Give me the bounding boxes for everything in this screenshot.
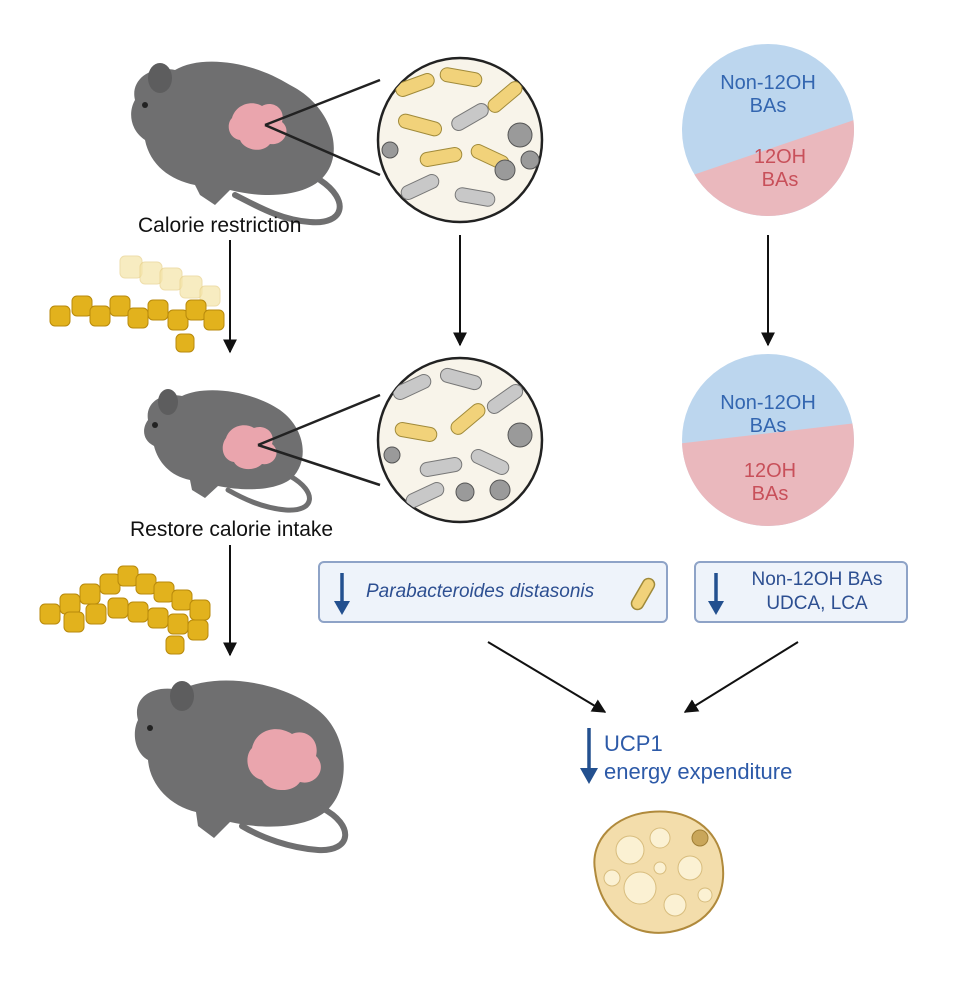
bacteria-name: Parabacteroides distasonis — [366, 581, 595, 602]
microbiome-calorie-restriction — [376, 56, 544, 224]
microbiome-restore-intake — [376, 356, 544, 524]
gut-icon — [247, 729, 321, 791]
label-restore-intake: Restore calorie intake — [130, 518, 334, 541]
pie-top-12oh-slice — [694, 120, 854, 217]
down-arrow-icon — [334, 573, 350, 615]
bacterium-icon — [630, 577, 656, 611]
bacteria-decrease-box: Parabacteroides distasonis — [318, 561, 668, 623]
bile-acid-pie-restore-intake — [682, 354, 854, 526]
down-arrow-icon — [708, 573, 724, 615]
pie-top-12oh-label: 12OH BAs — [753, 146, 807, 191]
zoom-lines — [257, 78, 381, 487]
bile-acid-decrease-box: Non-12OH BAs UDCA, LCA — [694, 561, 908, 623]
ucp1-label: UCP1 — [604, 731, 663, 756]
gut-icon — [222, 425, 277, 470]
mouse-restore-intake — [144, 389, 312, 513]
mouse-regained — [134, 680, 349, 854]
bile-acid-line1: Non-12OH BAs — [751, 569, 883, 590]
flow-arrows — [223, 235, 799, 713]
bile-acid-pie-calorie-restriction — [682, 44, 854, 217]
adipocyte-icon — [593, 810, 725, 934]
bile-acid-line2: UDCA, LCA — [766, 593, 868, 614]
food-pellets-small — [49, 255, 225, 353]
food-pellets-full — [39, 565, 211, 655]
pie-top-non12oh-label: Non-12OH BAs — [720, 72, 816, 117]
down-arrow-icon — [580, 728, 598, 784]
pie-bottom-12oh-label: 12OH BAs — [743, 460, 797, 505]
pie-bottom-12oh-slice — [682, 423, 854, 526]
label-calorie-restriction: Calorie restriction — [138, 214, 302, 237]
mouse-calorie-restriction — [131, 61, 343, 226]
energy-expenditure-label: energy expenditure — [604, 759, 793, 784]
gut-icon — [228, 103, 287, 150]
pie-bottom-non12oh-label: Non-12OH BAs — [720, 392, 816, 437]
